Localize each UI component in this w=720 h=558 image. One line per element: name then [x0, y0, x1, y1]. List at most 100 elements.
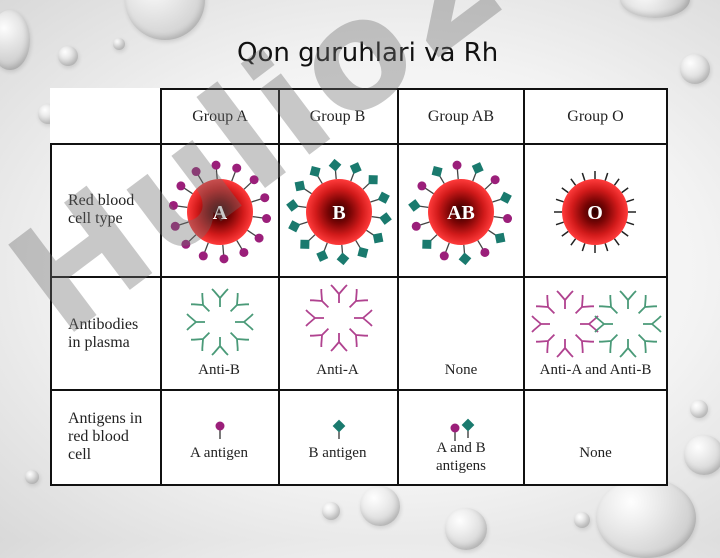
antigens-a: A antigen — [160, 389, 280, 486]
cell-type-ab — [399, 143, 525, 278]
antigen-a-marker — [411, 221, 421, 231]
antibody-stroke — [211, 288, 229, 307]
cell-surface-spike — [621, 230, 629, 237]
antigen-b-marker — [349, 162, 362, 175]
antibody-stroke — [211, 337, 229, 356]
antigen-b-marker — [494, 232, 506, 244]
bubble — [360, 486, 400, 526]
antibody-caption: Anti-A and Anti-B — [539, 362, 652, 378]
header-label: Group AB — [427, 108, 495, 125]
antigen-b-marker — [471, 162, 484, 175]
antigen-b-marker — [422, 239, 432, 249]
antigen-a-marker — [503, 214, 513, 224]
row-label-line: red blood — [68, 428, 129, 445]
antigen-caption: B antigen — [308, 445, 367, 461]
antibody-y-shape — [310, 327, 330, 347]
row-label-line: Antibodies — [68, 316, 139, 333]
bubble — [0, 10, 30, 70]
antibody-y-shape — [580, 315, 599, 333]
antibody-stroke — [191, 331, 211, 351]
antibody-stroke — [599, 295, 619, 315]
antibody-y-shape — [536, 333, 556, 353]
antigen-a-marker — [170, 221, 180, 231]
row-label-cell-type: Red blood cell type — [50, 143, 162, 278]
cell-type-a — [160, 143, 280, 278]
antibodies-a: Anti-B — [160, 276, 280, 391]
antibody-stroke — [536, 295, 556, 315]
red-blood-cell — [187, 179, 253, 245]
antibody-stroke — [531, 315, 550, 333]
antibody-y-shape — [211, 288, 229, 307]
row-label-antigens: Antigens in red blood cell — [50, 389, 162, 486]
antigen-a-marker — [191, 167, 201, 177]
cell-surface-spike — [555, 198, 564, 203]
antibody-stroke — [599, 333, 619, 353]
cell-surface-spike — [570, 238, 577, 246]
antibody-stroke — [637, 333, 657, 353]
antibody-stroke — [191, 293, 211, 313]
antibody-stroke — [330, 333, 348, 352]
antibodies-o: Anti-A and Anti-B — [525, 276, 668, 391]
antigen-b-marker — [357, 246, 369, 258]
antibodies-ab: None — [399, 276, 525, 391]
antigen-a-marker — [490, 175, 500, 185]
antibody-y-shape — [330, 284, 348, 303]
antigen-caption: A and B — [436, 440, 486, 456]
bubble — [25, 470, 39, 484]
header-label: Group B — [309, 108, 366, 125]
antibody-stroke — [594, 315, 613, 333]
antigen-a-marker — [219, 254, 229, 264]
antigen-a-marker — [176, 181, 186, 191]
antigen-b-marker — [372, 232, 384, 244]
antigen-b-marker — [408, 199, 421, 212]
cell-surface-spike — [626, 198, 635, 203]
antigen-a-marker — [262, 214, 272, 224]
antibody-y-shape — [191, 293, 211, 313]
cell-type-label: A — [213, 202, 228, 224]
antibody-caption: Anti-B — [198, 362, 240, 378]
cell-surface-spike — [604, 243, 609, 252]
antigen-a-marker — [417, 181, 427, 191]
antibody-y-shape — [556, 290, 574, 309]
red-blood-cell — [562, 179, 628, 245]
antibody-stroke — [310, 289, 330, 309]
antibody-stroke — [574, 295, 594, 315]
header-label: Group O — [567, 108, 624, 125]
antigen-a-marker — [480, 247, 490, 257]
antibody-y-shape — [354, 309, 373, 327]
antibody-stroke — [229, 331, 249, 351]
antigen-b-marker — [288, 220, 301, 233]
antigen-b-marker — [300, 239, 310, 249]
antibody-y-shape — [619, 339, 637, 358]
antigen-a-marker — [232, 163, 242, 173]
antigen-b-marker — [328, 158, 342, 172]
antigen-a-icon — [215, 421, 225, 431]
cell-type-label: AB — [447, 202, 475, 224]
cell-surface-spike — [621, 187, 629, 194]
bubble — [684, 435, 720, 475]
antigen-a-marker — [211, 160, 221, 170]
antigens-b: B antigen — [278, 389, 399, 486]
cell-surface-spike — [570, 178, 577, 186]
antibody-stroke — [235, 313, 254, 331]
antibodies-b: Anti-A — [278, 276, 399, 391]
antibody-stroke — [580, 315, 599, 333]
cell-surface-spike — [581, 243, 586, 252]
row-label-line: cell type — [68, 210, 123, 227]
antibody-y-shape — [330, 333, 348, 352]
antibody-y-shape — [643, 315, 662, 333]
antibody-y-shape — [211, 337, 229, 356]
cell-type-label: B — [332, 202, 345, 224]
antibody-stroke — [574, 333, 594, 353]
antibody-stroke — [330, 284, 348, 303]
antibody-stroke — [310, 327, 330, 347]
cell-surface-spike — [613, 238, 620, 246]
red-blood-cell — [428, 179, 494, 245]
antibody-stroke — [348, 289, 368, 309]
cell-type-o — [525, 143, 668, 278]
antibody-stroke — [536, 333, 556, 353]
antigen-b-marker — [458, 252, 472, 266]
cell-surface-spike — [581, 172, 586, 181]
antibody-stroke — [305, 309, 324, 327]
row-label-line: in plasma — [68, 334, 130, 351]
